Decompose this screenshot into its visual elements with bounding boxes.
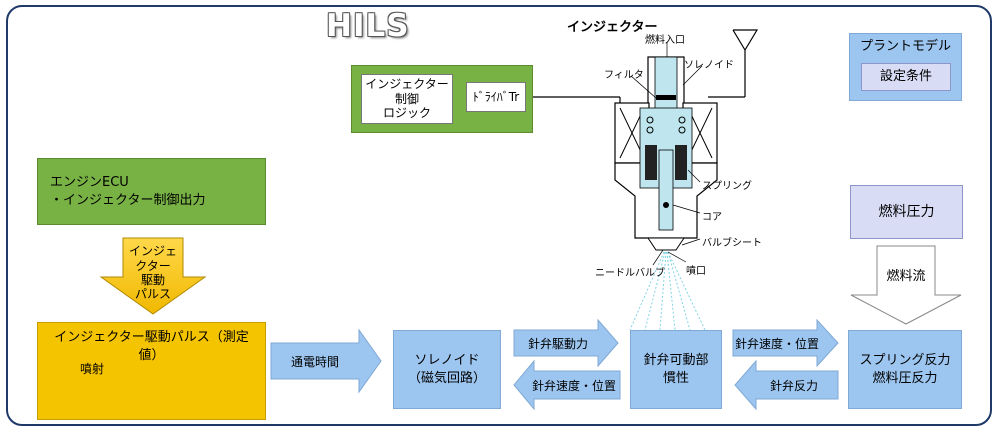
energize-time-label: 通電時間: [290, 354, 339, 369]
injector-drawing: [614, 42, 718, 331]
drive-pulse-down-arrow: [99, 237, 207, 315]
label-core: コア: [702, 212, 722, 223]
needle-speed-left-label: 針弁速度・位置: [531, 378, 616, 393]
label-needle-valve: ニードルバルブ: [595, 268, 665, 279]
label-filter: フィルタ: [604, 70, 644, 81]
needle-moving-part-box: 針弁可動部 慣性: [630, 330, 722, 409]
fuel-flow-down-arrow: [850, 245, 962, 325]
hils-frame: [6, 5, 992, 426]
injector-title: インジェクター: [567, 20, 658, 35]
energize-time-arrow: [270, 328, 382, 394]
needle-speed-right-arrow: [732, 318, 839, 368]
engine-ecu-box: エンジンECU ・インジェクター制御出力: [37, 158, 266, 225]
needle-speed-left-arrow: [513, 359, 621, 411]
needle-speed-right-label: 針弁速度・位置: [734, 336, 819, 351]
needle-reaction-label: 針弁反力: [769, 378, 818, 393]
settings-box: 設定条件: [861, 63, 951, 91]
solenoid-box: ソレノイド （磁気回路）: [393, 330, 501, 409]
label-valve-seat: バルブシート: [702, 238, 762, 249]
antenna-icon: [732, 29, 759, 52]
label-spring: スプリング: [702, 181, 752, 192]
drive-pulse-arrow-label: インジェ クター 駆動 パルス: [128, 244, 177, 302]
injector-control-logic: インジェクター 制御 ロジック: [361, 74, 453, 124]
needle-drive-force-label: 針弁駆動力: [527, 336, 588, 351]
label-solenoid: ソレノイド: [684, 60, 734, 71]
hils-title: HILS: [326, 8, 410, 44]
needle-drive-force-arrow: [513, 318, 619, 368]
fuel-pressure-box: 燃料圧力: [850, 185, 963, 239]
injection-label: 噴射: [80, 362, 105, 376]
label-fuel-inlet: 燃料入口: [645, 35, 685, 46]
drive-pulse-box: インジェクター駆動パルス（測定値）: [37, 322, 266, 420]
fuel-flow-label: 燃料流: [886, 268, 926, 284]
label-nozzle: 噴口: [686, 266, 706, 277]
needle-reaction-arrow: [734, 359, 839, 411]
driver-transistor: ﾄﾞﾗｲﾊﾞTr: [466, 82, 526, 112]
spring-reaction-box: スプリング反力 燃料圧反力: [848, 330, 962, 409]
